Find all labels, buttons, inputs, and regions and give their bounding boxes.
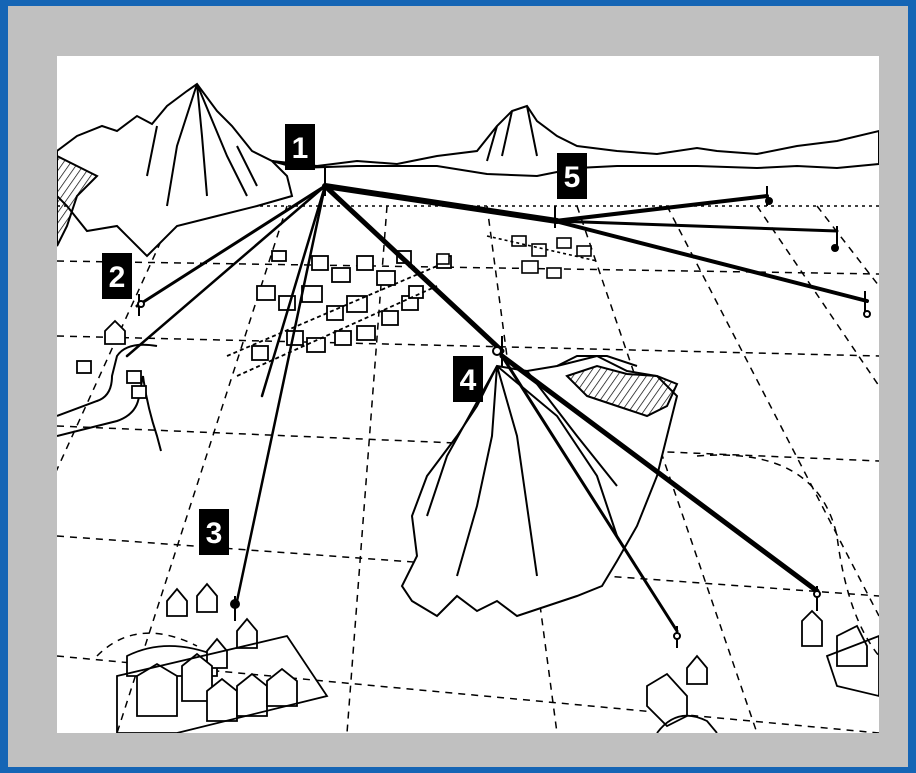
houses-bottom-left xyxy=(117,584,327,733)
marker-2-label: 2 xyxy=(109,261,126,294)
mountain-range xyxy=(57,84,879,256)
marker-3: 3 xyxy=(199,509,229,555)
marker-4-label: 4 xyxy=(460,364,477,397)
village-far xyxy=(437,236,597,278)
houses-bottom-right xyxy=(647,611,879,733)
slide-frame: 1 2 3 4 5 xyxy=(8,6,908,767)
marker-5: 5 xyxy=(557,153,587,199)
diagram-panel: 1 2 3 4 5 xyxy=(57,56,879,733)
marker-5-label: 5 xyxy=(564,161,581,194)
network-diagram: 1 2 3 4 5 xyxy=(57,56,879,733)
marker-2: 2 xyxy=(102,253,132,299)
marker-1-label: 1 xyxy=(292,132,309,165)
marker-4: 4 xyxy=(453,356,483,402)
marker-3-label: 3 xyxy=(206,517,223,550)
foreground-mountain xyxy=(402,356,677,616)
marker-1: 1 xyxy=(285,124,315,170)
